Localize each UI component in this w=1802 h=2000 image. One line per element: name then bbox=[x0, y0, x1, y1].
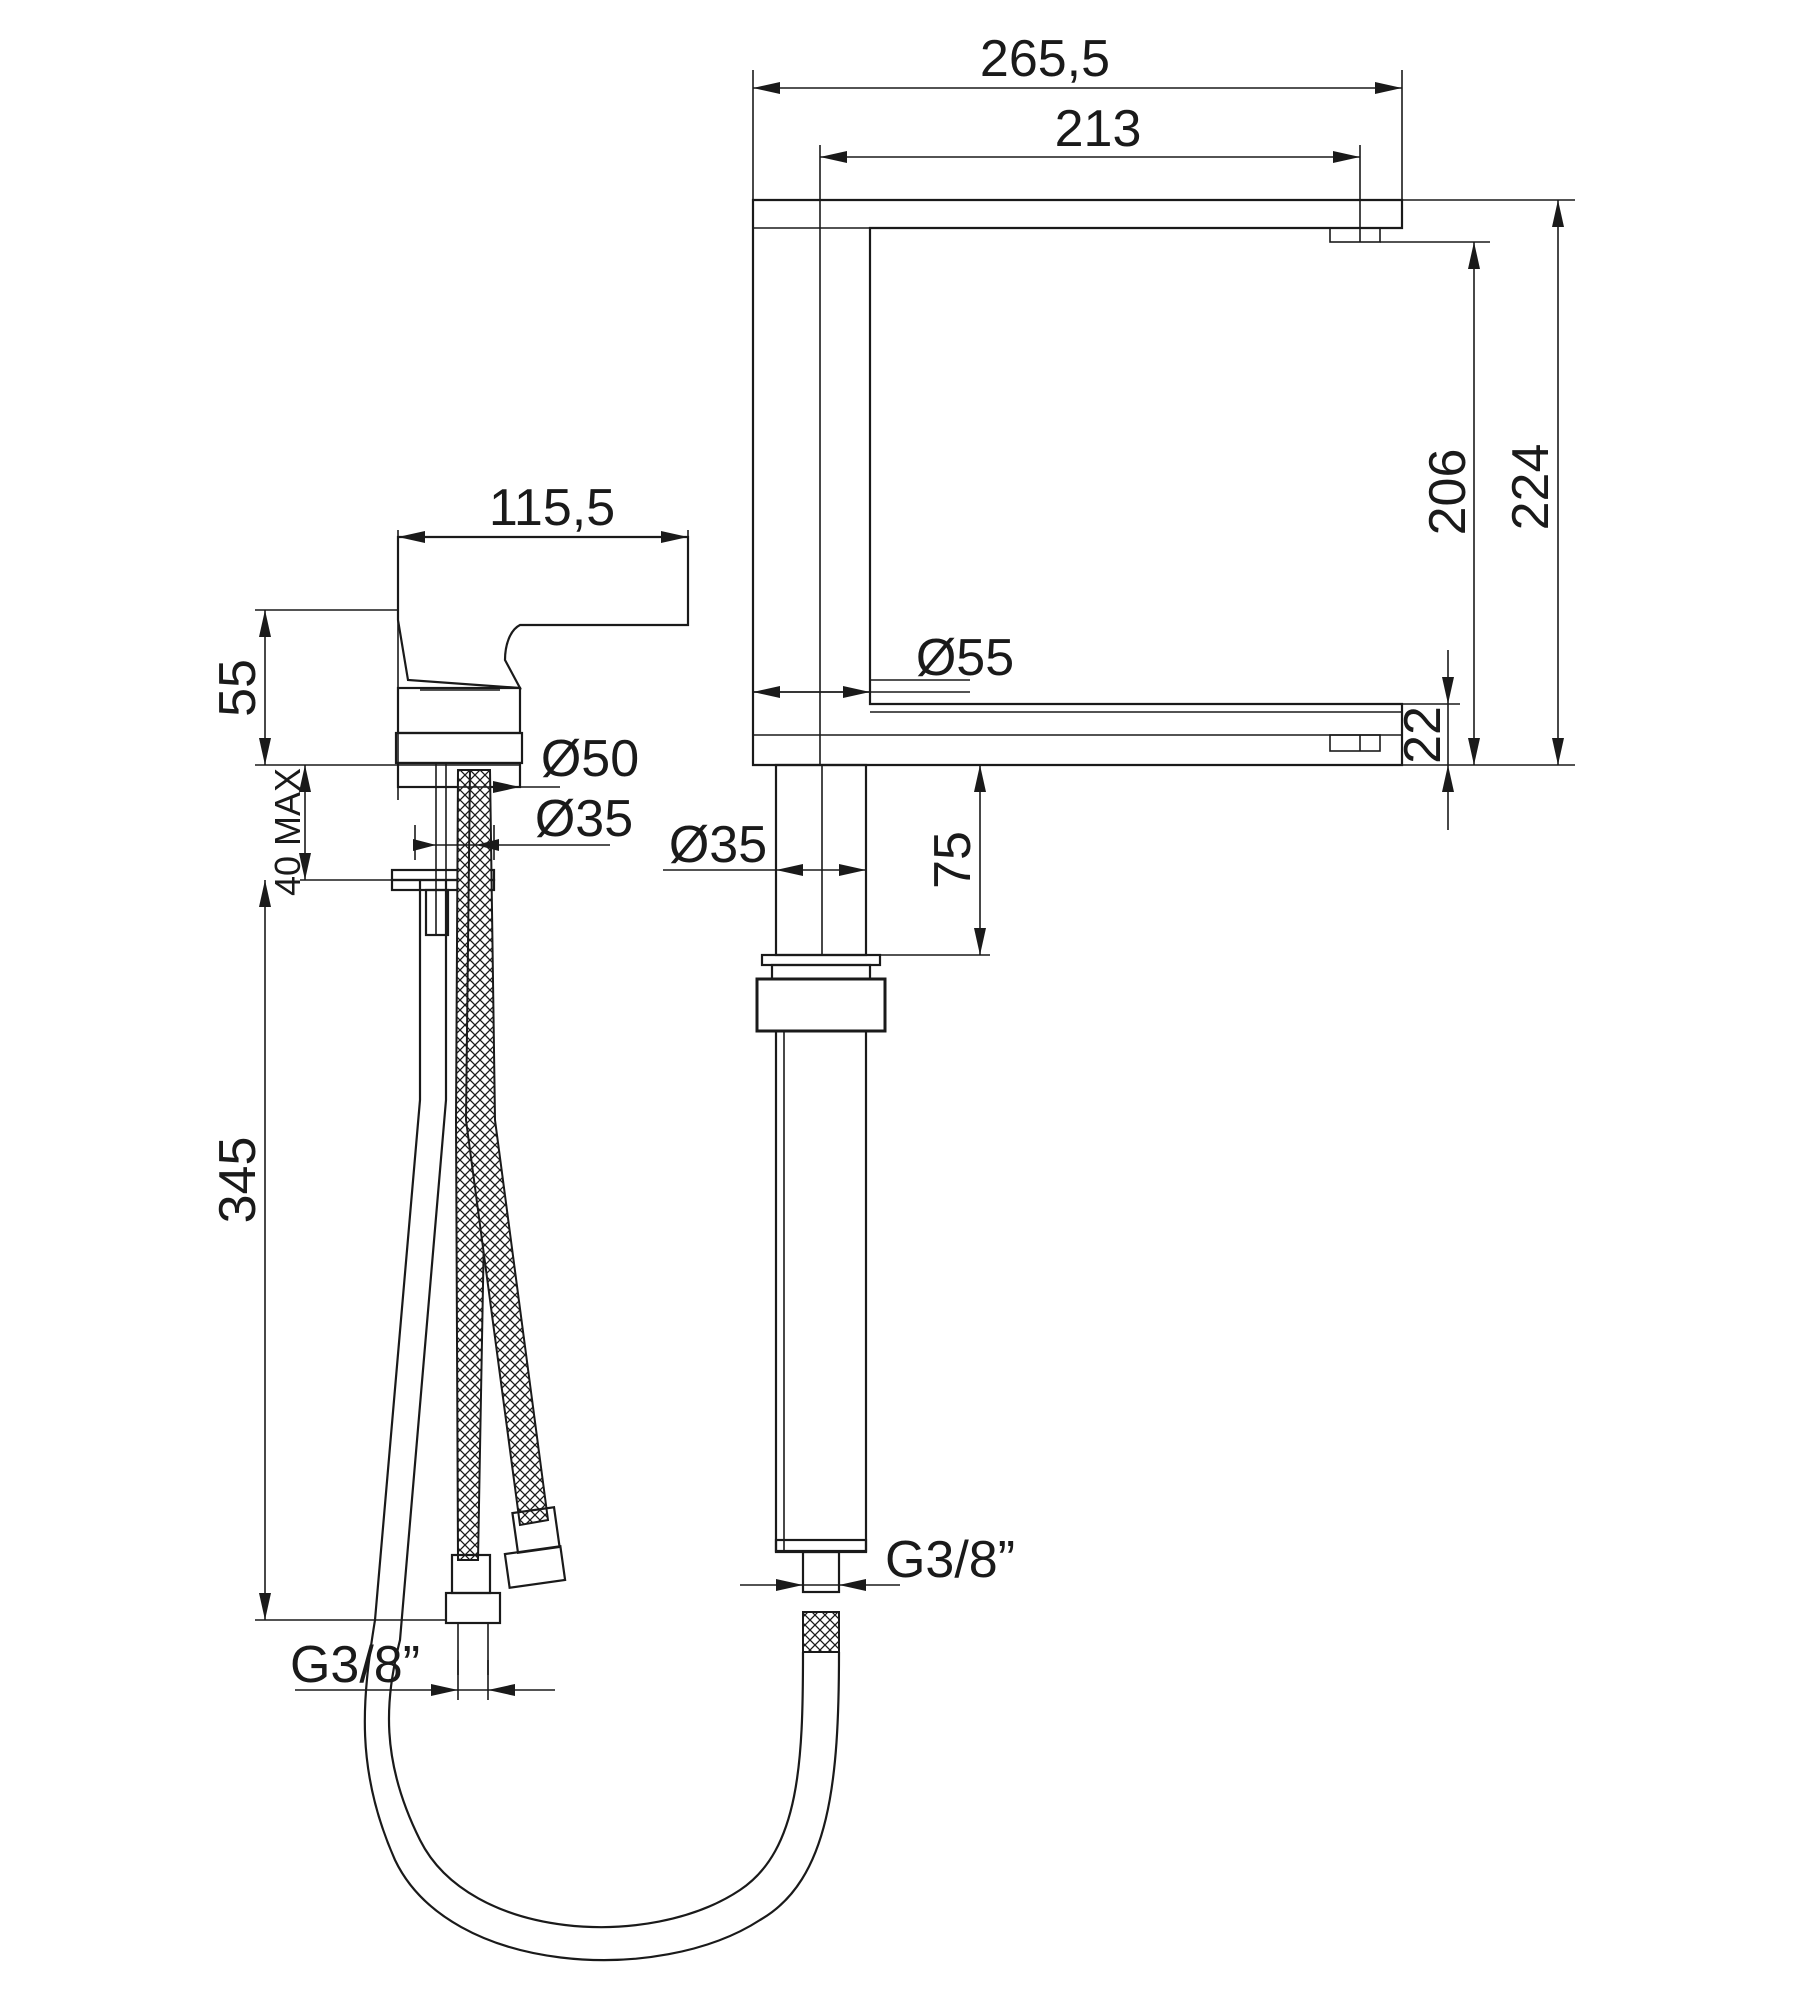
dim-spout-clearance: 206 bbox=[1419, 449, 1477, 536]
dim-spout-thickness: 22 bbox=[1394, 706, 1452, 764]
dimension-lines bbox=[255, 70, 1575, 1700]
mixer-body bbox=[390, 535, 690, 937]
dim-spout-shank-length: 75 bbox=[924, 831, 982, 889]
dim-mixer-height: 55 bbox=[209, 659, 267, 717]
dim-spout-reach: 213 bbox=[1055, 100, 1142, 158]
dim-hose-length: 345 bbox=[209, 1137, 267, 1224]
dim-spout-diameter: Ø55 bbox=[916, 629, 1014, 687]
supply-hose-right bbox=[464, 769, 567, 1589]
flexible-hose bbox=[363, 880, 841, 1962]
dim-total-height: 224 bbox=[1502, 444, 1560, 531]
dim-mixer-connection: G3/8” bbox=[290, 1636, 420, 1694]
dim-mixer-shank-diameter: Ø35 bbox=[535, 790, 633, 848]
dim-spout-lower-diameter: Ø35 bbox=[669, 816, 767, 874]
dim-total-reach: 265,5 bbox=[980, 30, 1110, 88]
dim-mixer-width: 115,5 bbox=[489, 479, 615, 537]
spout-shank bbox=[755, 763, 887, 1594]
dim-deck-thickness: 40 MAX bbox=[267, 768, 308, 896]
dim-mixer-base-diameter: Ø50 bbox=[541, 730, 639, 788]
spout-body bbox=[751, 198, 1404, 767]
dim-spout-connection: G3/8” bbox=[885, 1531, 1015, 1589]
